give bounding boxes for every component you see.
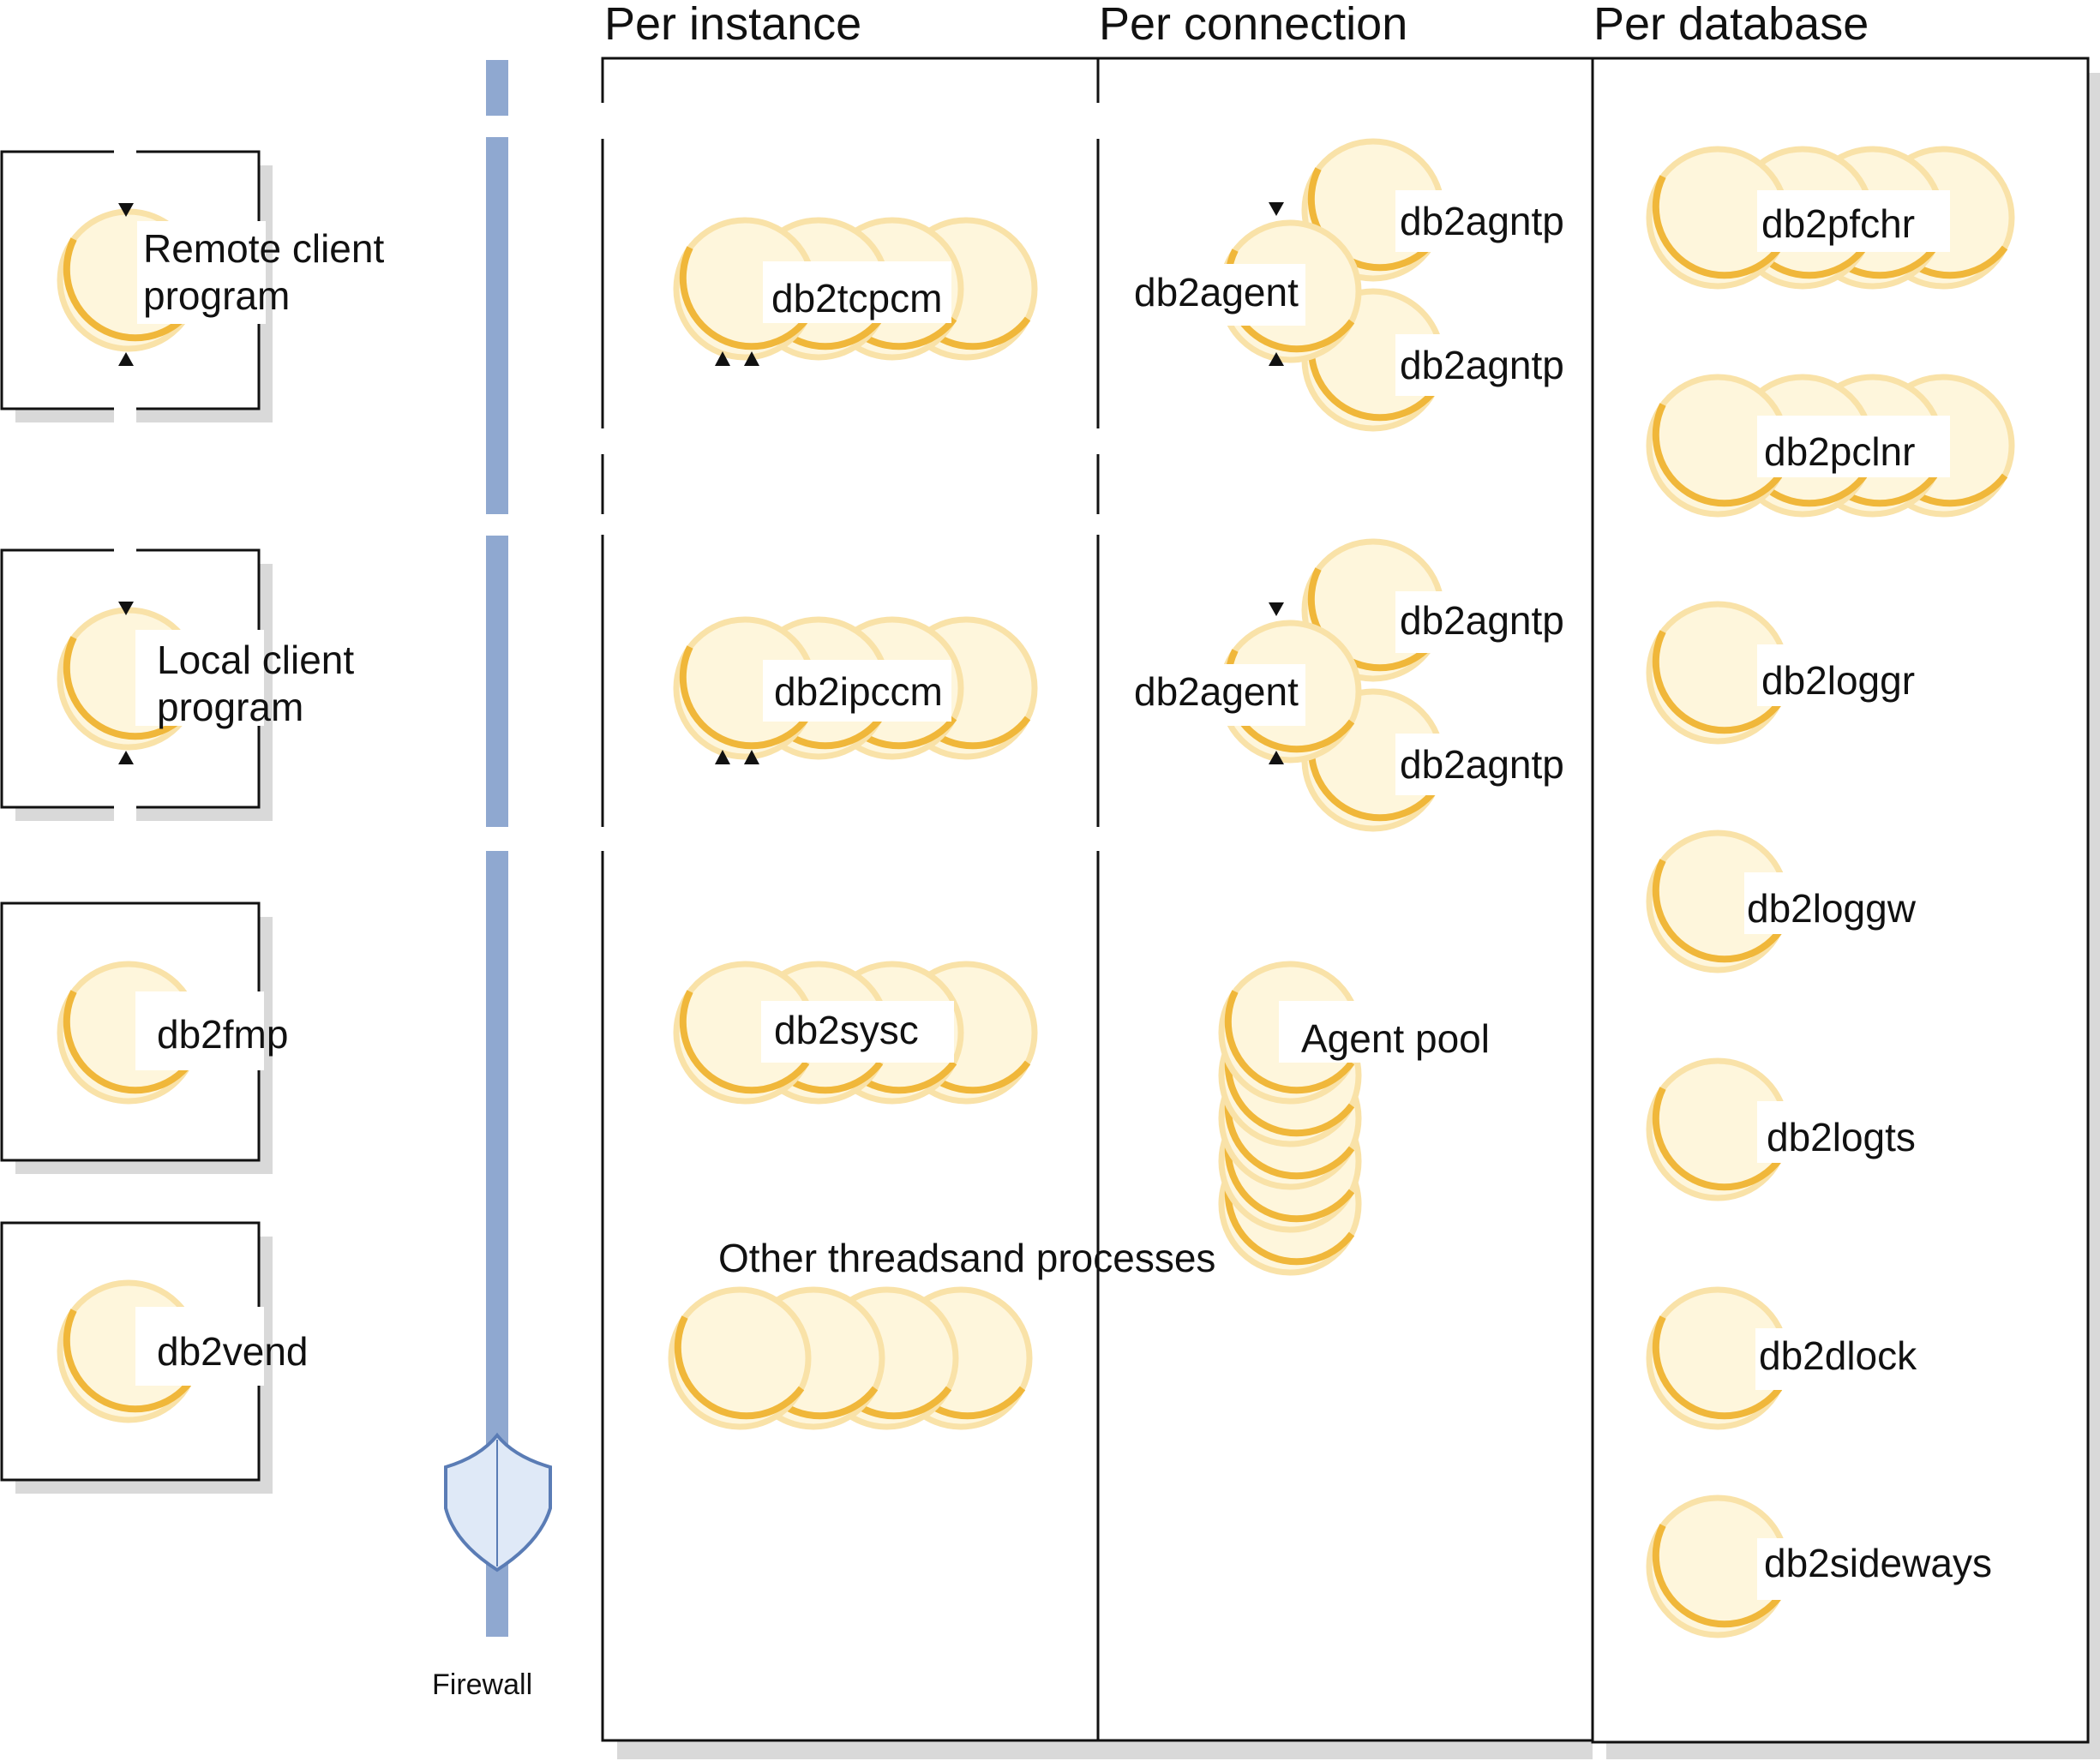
agent1-label: db2agent <box>1134 270 1299 314</box>
remote-client-label-line1: Remote client <box>143 226 384 271</box>
firewall-label: Firewall <box>432 1668 532 1701</box>
agntp4-label: db2agntp <box>1400 742 1564 787</box>
column-header-per-database: Per database <box>1593 0 1869 50</box>
other-threads-label: Other threadsand processes <box>718 1236 1215 1280</box>
firewall-bar <box>486 60 508 1637</box>
tcpcm-arrows <box>715 351 759 366</box>
local-client-label-line2: program <box>157 685 303 729</box>
agntp1-label: db2agntp <box>1400 199 1564 243</box>
remote-client-label-line2: program <box>143 273 290 318</box>
pclnr-label: db2pclnr <box>1764 429 1915 474</box>
loggr-label: db2loggr <box>1761 658 1915 703</box>
vend-label: db2vend <box>157 1329 309 1374</box>
agent2-arrows <box>1269 602 1284 764</box>
tcpcm-label: db2tcpcm <box>771 276 942 320</box>
dlock-label: db2dlock <box>1759 1333 1917 1378</box>
fmp-label: db2fmp <box>157 1012 288 1057</box>
column-header-per-connection: Per connection <box>1099 0 1407 50</box>
other-process-group <box>671 1290 1029 1427</box>
loggw-label: db2loggw <box>1747 886 1917 931</box>
ipccm-arrows <box>715 750 759 764</box>
agent2-label: db2agent <box>1134 669 1299 714</box>
firewall-shield-icon <box>444 1432 552 1572</box>
pfchr-label: db2pfchr <box>1761 201 1915 246</box>
agent1-arrows <box>1269 202 1284 366</box>
sysc-label: db2sysc <box>774 1008 919 1052</box>
agent-pool-label: Agent pool <box>1301 1016 1490 1061</box>
logts-label: db2logts <box>1767 1115 1916 1159</box>
ipccm-label: db2ipccm <box>774 669 943 714</box>
agntp2-label: db2agntp <box>1400 343 1564 387</box>
client-arrows <box>118 203 134 764</box>
column-header-per-instance: Per instance <box>604 0 861 50</box>
local-client-label-line1: Local client <box>157 638 354 682</box>
sideways-label: db2sideways <box>1764 1541 1992 1585</box>
agntp3-label: db2agntp <box>1400 598 1564 643</box>
